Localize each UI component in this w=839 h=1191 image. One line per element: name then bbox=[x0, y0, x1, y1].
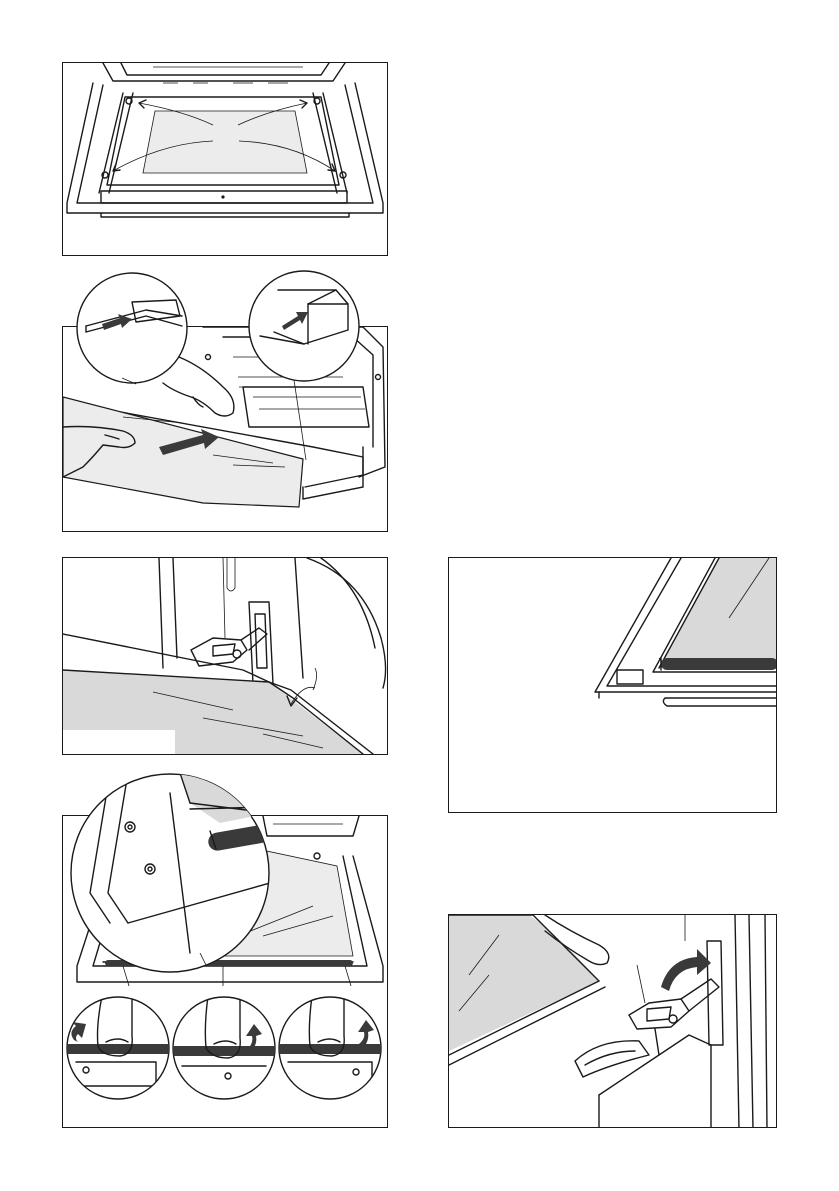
figure-press-seal-finger-center bbox=[172, 996, 276, 1100]
figure-press-seal-detail bbox=[70, 773, 270, 973]
illustration-hinge-lever bbox=[63, 558, 388, 755]
illustration-hinge-flip bbox=[449, 915, 777, 1128]
figure-glass-seal-corner bbox=[448, 557, 777, 813]
detail-seal-lens bbox=[70, 773, 270, 973]
detail-right-lens bbox=[248, 270, 360, 382]
finger-lens-left bbox=[66, 996, 170, 1100]
figure-hinge-lever bbox=[62, 557, 388, 755]
figure-press-seal-finger-right bbox=[278, 996, 382, 1100]
finger-lens-right bbox=[278, 996, 382, 1100]
figure-hinge-lever-flip bbox=[448, 914, 777, 1128]
detail-left-lens bbox=[76, 272, 188, 384]
illustration-seal-corner bbox=[449, 558, 777, 813]
figure-insert-glass-detail-left bbox=[76, 272, 188, 384]
illustration-oven-door bbox=[63, 63, 388, 256]
figure-oven-door-open bbox=[62, 62, 388, 256]
finger-lens-center bbox=[172, 996, 276, 1100]
figure-press-seal-finger-left bbox=[66, 996, 170, 1100]
figure-insert-glass-detail-right bbox=[248, 270, 360, 382]
